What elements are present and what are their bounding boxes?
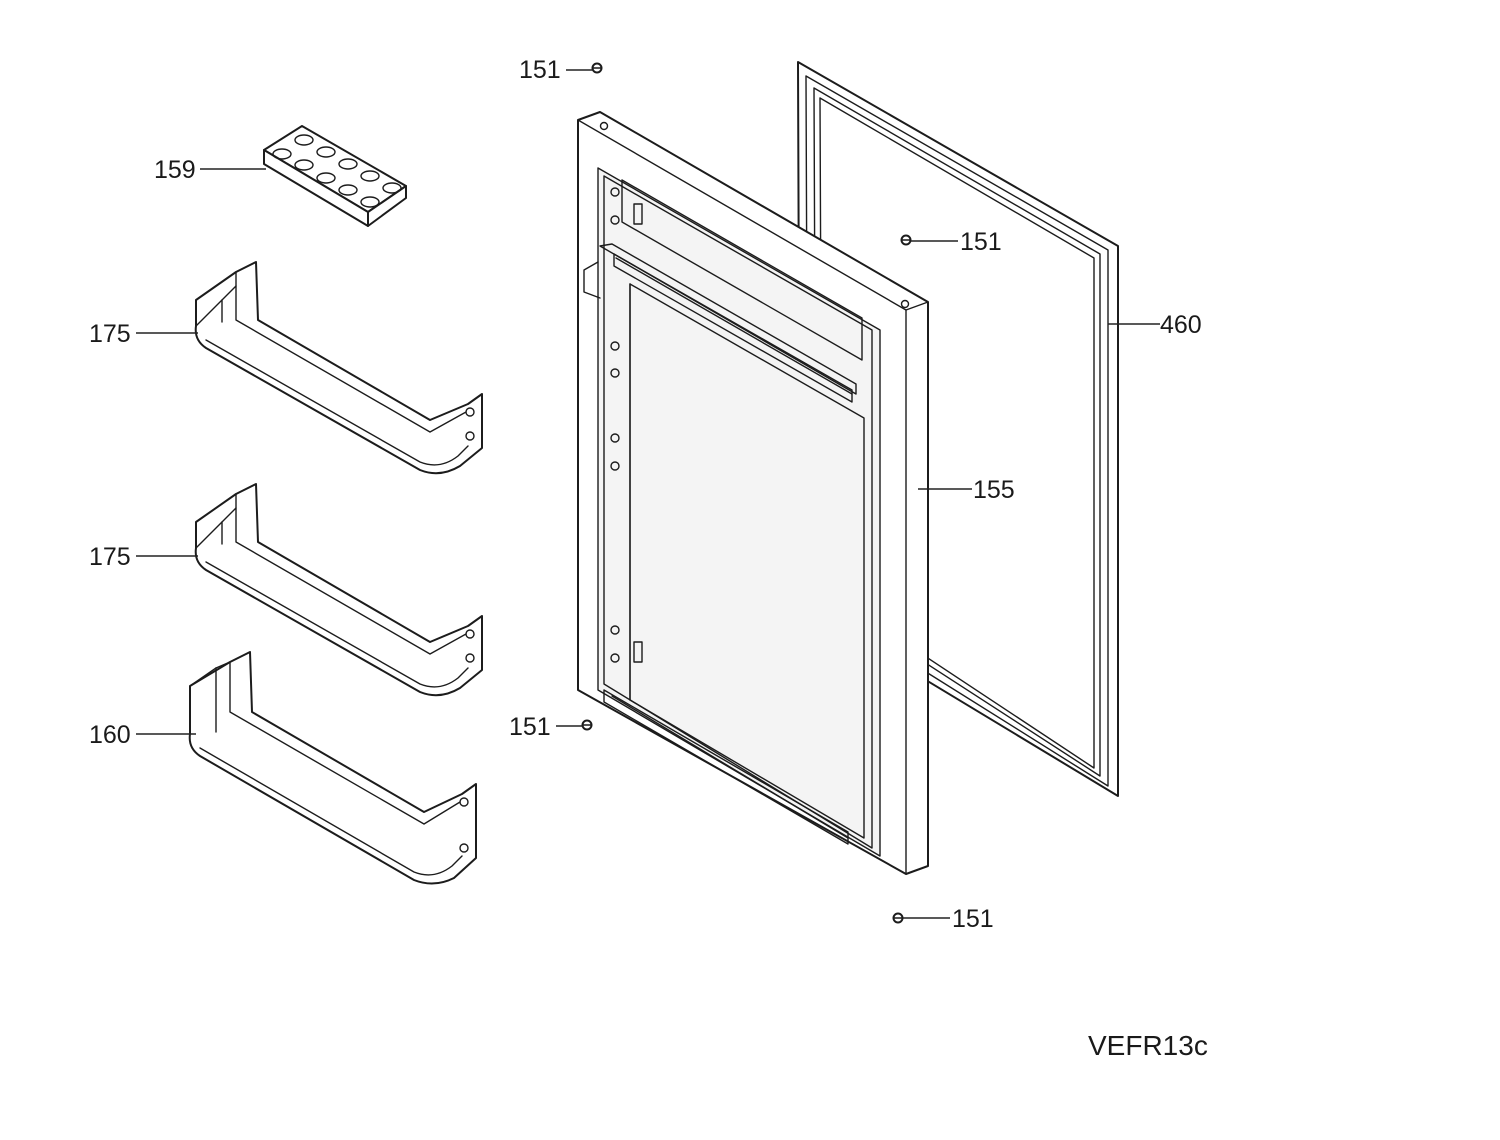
callout-screw-bottom: 151 — [952, 905, 994, 933]
door-shelf-top[interactable] — [194, 261, 483, 475]
callout-shelf-bottom: 160 — [89, 721, 131, 749]
callout-egg-tray: 159 — [154, 156, 196, 184]
screw-left[interactable] — [581, 719, 593, 731]
model-code: VEFR13c — [1088, 1030, 1208, 1061]
callout-gasket: 460 — [1160, 311, 1202, 339]
screw-top[interactable] — [591, 62, 603, 74]
door-liner[interactable] — [577, 111, 929, 875]
callout-screw-top: 151 — [519, 56, 561, 84]
screw-right[interactable] — [900, 234, 912, 246]
callout-screw-right: 151 — [960, 228, 1002, 256]
leader-lines — [136, 69, 1160, 919]
door-shelf-bottom[interactable] — [188, 651, 477, 885]
egg-tray[interactable] — [263, 125, 407, 227]
callout-shelf-top: 175 — [89, 320, 131, 348]
door-shelf-middle[interactable] — [194, 483, 483, 697]
callout-door: 155 — [973, 476, 1015, 504]
screw-bottom[interactable] — [892, 912, 904, 924]
callout-shelf-middle: 175 — [89, 543, 131, 571]
callout-screw-left: 151 — [509, 713, 551, 741]
